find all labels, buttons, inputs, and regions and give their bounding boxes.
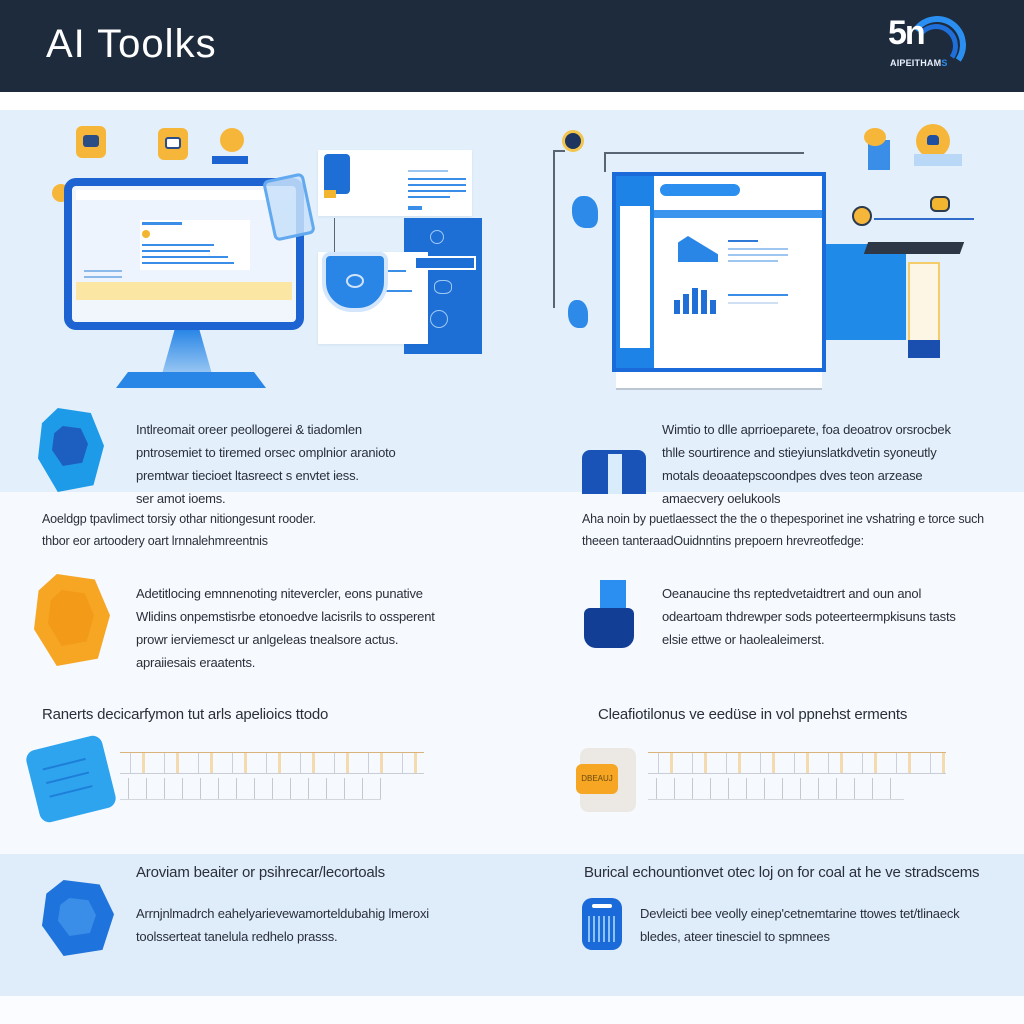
feature-band-top	[0, 400, 1024, 492]
blue-shield-icon	[38, 408, 104, 492]
blue-backdrop-panel	[826, 244, 906, 340]
active-tab-pill	[660, 184, 740, 196]
side-document-card	[908, 262, 940, 358]
browser-window-illustration	[612, 172, 826, 390]
blue-drop-icon	[568, 300, 588, 328]
brand-logo[interactable]: 5n AIPEITHAMS	[884, 11, 976, 79]
screen-yellow-footer	[76, 282, 292, 300]
fingerprint-document-card	[318, 150, 472, 216]
sketch-tools-strip-right	[648, 746, 946, 806]
connector-horizontal	[604, 152, 804, 154]
page-title: AI Toolks	[46, 22, 217, 66]
badge-icon	[562, 130, 584, 152]
navy-bag-icon	[584, 608, 634, 648]
screen-card	[140, 220, 250, 270]
blue-cloud-icon	[572, 196, 598, 228]
header-spacer	[0, 92, 1024, 110]
money-bag-icon	[76, 126, 106, 158]
feature-3-text: Adetitlocing emnnenoting nitevercler, eo…	[136, 586, 435, 670]
wifi-badge-icon	[852, 206, 872, 226]
blue-briefcase-icon	[582, 450, 646, 494]
orange-shield-icon	[34, 574, 110, 666]
bottom-1-text: Arrnjnlmadrch eahelyarievewamorteldubahi…	[136, 906, 429, 944]
blue-calculator-icon	[582, 898, 622, 950]
bottom-1-heading: Aroviam beaiter or psihrecar/lecortoals	[136, 864, 385, 881]
showcase-2-heading: Cleafiotilonus ve eedüse in vol ppnehst …	[598, 706, 908, 723]
feature-2-text: Wimtio to dlle aprrioeparete, foa deoatr…	[662, 422, 951, 506]
bag-top-icon	[600, 580, 626, 608]
feature-2-caption: Aha noin by puetlaessect the the o thepe…	[582, 512, 984, 548]
bar-chart-thumbnail	[674, 286, 718, 314]
top-header: AI Toolks 5n AIPEITHAMS	[0, 0, 1024, 92]
chat-badge-icon	[930, 196, 950, 212]
feature-1-text: Intlreomait oreer peollogerei & tiadomle…	[136, 422, 396, 506]
connector-vertical	[553, 150, 555, 308]
trash-bin-icon	[158, 128, 188, 160]
case-label: DBEAUJ	[576, 764, 618, 794]
area-chart-thumbnail	[678, 236, 718, 262]
sketch-tools-strip-left	[120, 746, 424, 806]
blue-folder-icon	[868, 140, 890, 170]
lock-badge-icon	[916, 124, 950, 158]
window-navbar	[654, 210, 822, 218]
feature-1-caption: Aoeldgp tpavlimect torsiy othar nitionge…	[42, 512, 316, 548]
window-footer	[616, 372, 822, 390]
feature-4-text: Oeanaucine ths reptedvetaidtrert and oun…	[662, 586, 956, 647]
page-footer-band	[0, 996, 1024, 1024]
showcase-1-heading: Ranerts decicarfymon tut arls apelioics …	[42, 706, 329, 723]
logo-mark: 5n	[888, 14, 926, 52]
gear-cluster-icon	[220, 128, 244, 152]
bottom-2-text: Devleicti bee veolly einep'cetnemtarine …	[640, 906, 960, 944]
shield-icon	[322, 252, 388, 312]
logo-subtitle: AIPEITHAMS	[890, 58, 948, 68]
connector-line	[334, 218, 335, 256]
laptop-lid	[863, 242, 965, 254]
bottom-2-heading: Burical echountionvet otec loj on for co…	[584, 864, 980, 881]
info-tag	[414, 256, 476, 270]
fingerprint-icon	[324, 154, 350, 194]
orange-case-icon: DBEAUJ	[576, 748, 636, 812]
label-bar	[212, 156, 248, 164]
feature-band-bottom	[0, 854, 1024, 996]
connector-tick	[553, 150, 565, 152]
shelf-line	[874, 218, 974, 220]
feature-band-middle	[0, 492, 1024, 854]
desktop-monitor-illustration	[64, 178, 304, 388]
connector-drop	[604, 152, 606, 172]
orange-flame-icon	[864, 128, 886, 146]
monitor-base	[116, 372, 266, 388]
step-block	[914, 154, 962, 166]
